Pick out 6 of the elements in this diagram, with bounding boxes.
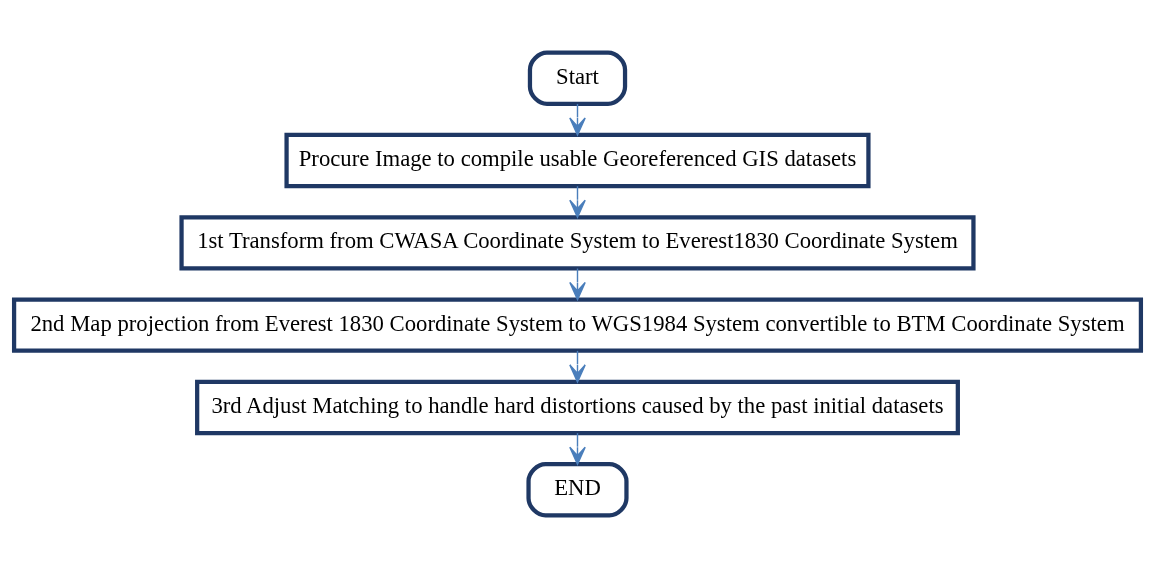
node-box: 3rd Adjust Matching to handle hard distortions caused by the past initial datasets <box>195 379 960 435</box>
node-box: Procure Image to compile usable Georeferenced GIS datasets <box>284 132 871 188</box>
node-box: Start <box>527 50 628 106</box>
node-box: END <box>526 461 629 517</box>
node-box: 1st Transform from CWASA Coordinate System to Everest1830 Coordinate System <box>179 214 976 270</box>
node-box: 2nd Map projection from Everest 1830 Coordinate System to WGS1984 System convertible to BTM Coordinate System <box>11 297 1144 353</box>
